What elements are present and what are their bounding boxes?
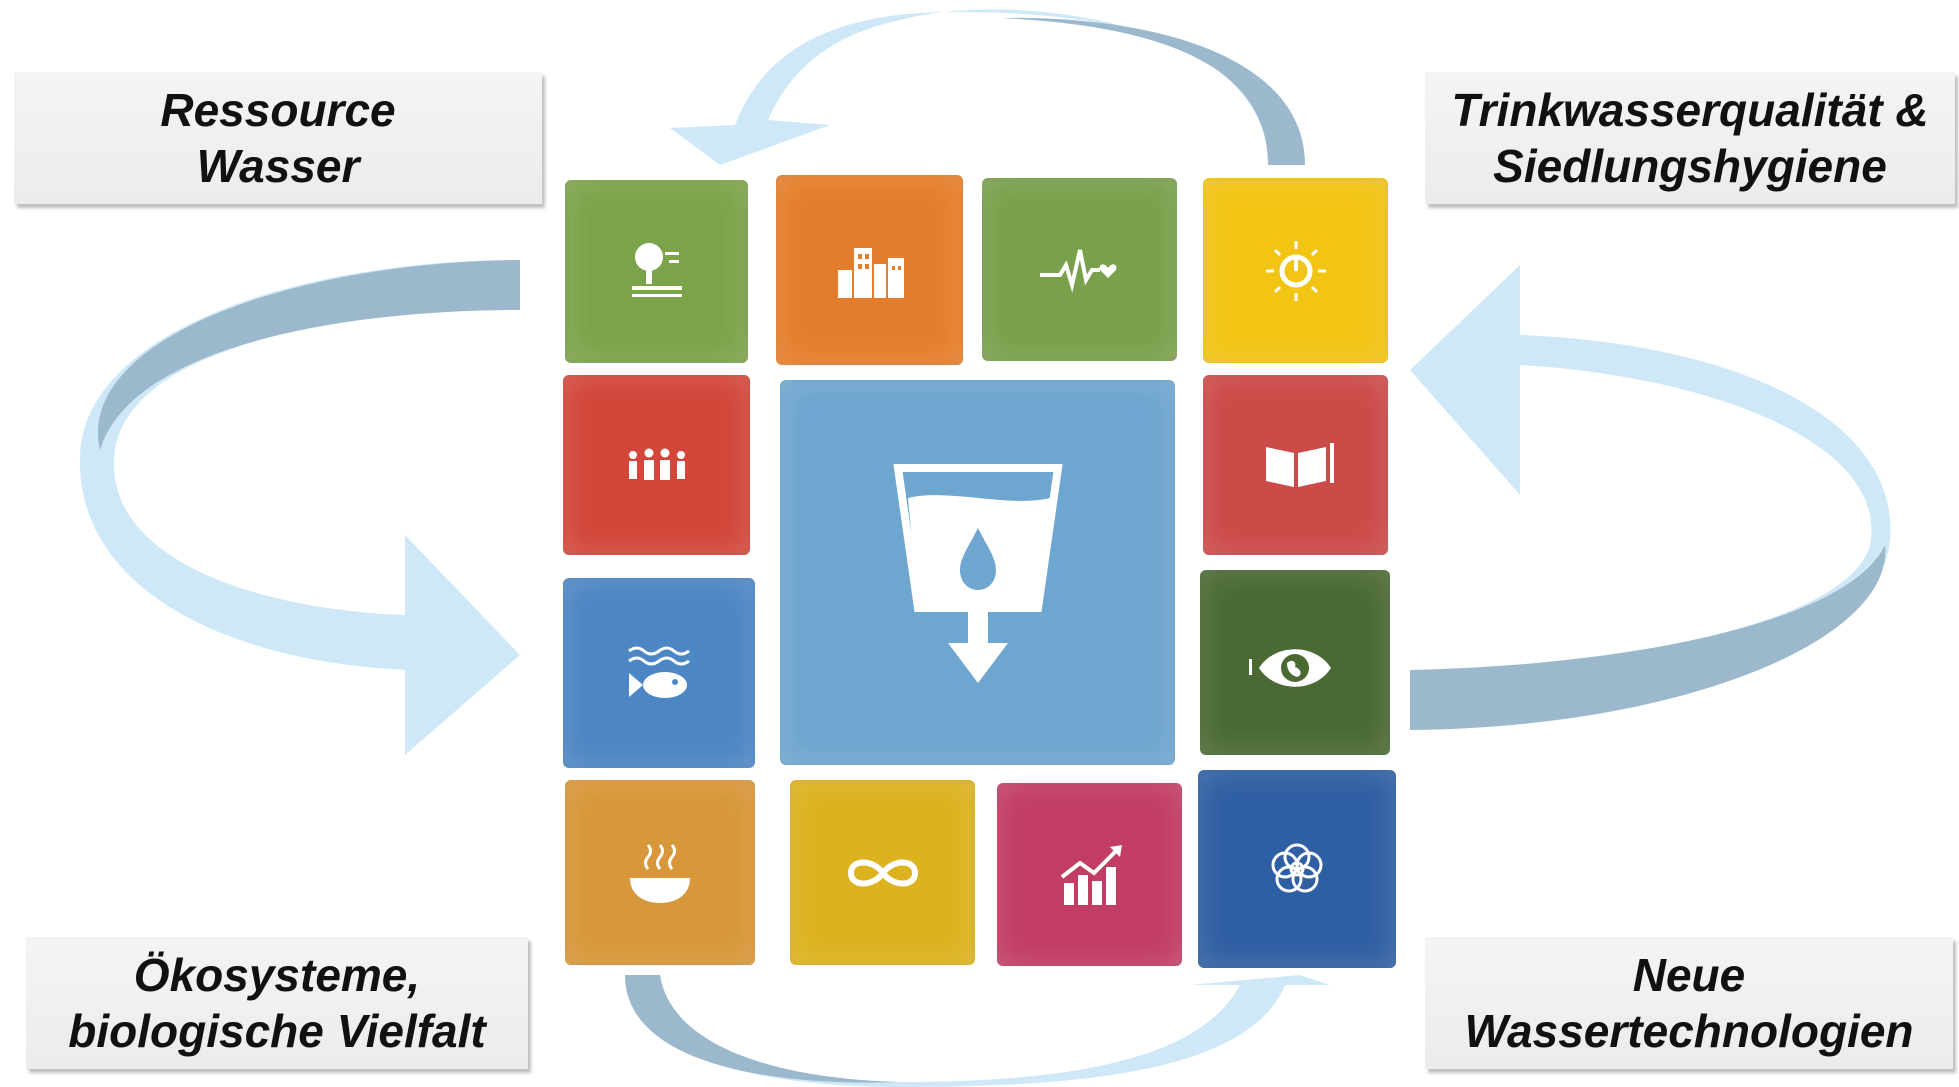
top-arc-shadow <box>1000 17 1305 166</box>
good-health-icon <box>1039 249 1116 293</box>
left-loop-shadow <box>98 260 521 450</box>
label-top-left-line2: Wasser <box>196 140 360 192</box>
tile-zero-hunger <box>565 780 755 965</box>
tile-life-below-water <box>563 578 755 768</box>
tile-good-health <box>982 178 1177 361</box>
top-arc-arrow <box>670 9 1305 165</box>
label-top-left-line1: Ressource <box>160 84 396 136</box>
label-bottom-right-line2: Wassertechnologien <box>1464 1005 1914 1057</box>
responsible-consumption-icon <box>847 859 918 886</box>
label-bottom-right: Neue Wassertechnologien <box>1425 937 1953 1069</box>
tile-reduced-inequalities <box>563 375 750 555</box>
life-below-water-icon <box>628 646 690 698</box>
label-bottom-right-line1: Neue <box>1632 949 1746 1001</box>
label-top-right: Trinkwasserqualität & Siedlungshygiene <box>1425 72 1955 204</box>
tile-partnerships <box>1198 770 1396 968</box>
tile-affordable-energy <box>1203 178 1388 363</box>
affordable-energy-icon <box>1265 240 1326 301</box>
tile-life-on-land <box>565 180 748 363</box>
label-top-left: Ressource Wasser <box>14 72 542 204</box>
left-loop-arrow <box>79 260 520 755</box>
tile-responsible-consumption <box>790 780 975 965</box>
economic-growth-icon <box>1060 844 1122 905</box>
tile-sustainable-cities <box>776 175 963 365</box>
quality-education-icon <box>1265 443 1334 487</box>
climate-action-icon <box>1249 648 1331 687</box>
bottom-arc-arrow <box>625 975 1330 1087</box>
sustainable-cities-icon <box>837 248 904 298</box>
right-loop-shadow <box>1410 545 1886 730</box>
label-top-right-line2: Siedlungshygiene <box>1493 140 1887 192</box>
zero-hunger-icon <box>630 843 690 903</box>
label-bottom-left: Ökosysteme, biologische Vielfalt <box>26 937 528 1069</box>
life-on-land-icon <box>631 242 682 297</box>
reduced-inequalities-icon <box>628 448 685 480</box>
tile-quality-education <box>1203 375 1388 555</box>
label-top-right-line1: Trinkwasserqualität & <box>1451 84 1929 136</box>
label-bottom-left-line2: biologische Vielfalt <box>68 1005 486 1057</box>
tile-clean-water <box>780 380 1175 765</box>
label-bottom-left-line1: Ökosysteme, <box>133 949 421 1001</box>
partnerships-icon <box>1271 843 1323 893</box>
bottom-arc-shadow <box>625 975 900 1083</box>
clean-water-icon <box>892 463 1063 683</box>
tile-economic-growth <box>997 783 1182 966</box>
tile-climate-action <box>1200 570 1390 755</box>
